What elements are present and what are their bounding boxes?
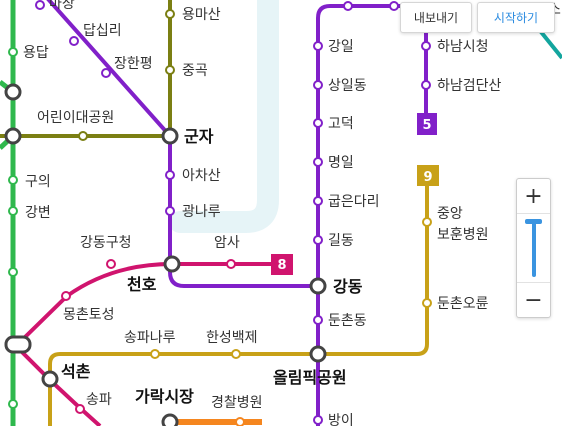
- label-yongmasan: 용마산: [182, 7, 221, 23]
- station-dot-dunchon-oryun[interactable]: [422, 298, 432, 308]
- station-dot-line2-south[interactable]: [8, 399, 18, 409]
- label-hanam-geomdansan: 하남검단산: [437, 78, 502, 94]
- label-junggok: 중곡: [182, 63, 208, 79]
- han-river: [169, 0, 279, 233]
- station-dot-line5-top1[interactable]: [343, 1, 353, 11]
- label-gangdong: 강동: [333, 277, 363, 296]
- label-garak-market: 가락시장: [135, 387, 194, 406]
- label-songpanaru: 송파나루: [124, 330, 176, 346]
- transfer-station-cheonho[interactable]: [163, 255, 181, 273]
- station-dot-bangi[interactable]: [313, 415, 323, 425]
- label-dapsimni: 답십리: [83, 23, 122, 39]
- station-dot-childrens-park[interactable]: [78, 131, 88, 141]
- station-dot-gangbyeon[interactable]: [8, 206, 18, 216]
- station-dot-gwangnaru[interactable]: [165, 206, 175, 216]
- station-dot-gildong[interactable]: [313, 235, 323, 245]
- transfer-station-garak-market[interactable]: [161, 413, 179, 426]
- label-janghanpyeong: 장한평: [114, 56, 153, 72]
- label-guui: 구의: [25, 174, 51, 190]
- line-9: [48, 165, 439, 426]
- transfer-station-konkuk[interactable]: [4, 127, 22, 145]
- station-dot-gangdong-gucheong[interactable]: [106, 259, 116, 269]
- label-bangi: 방이: [328, 413, 354, 426]
- station-dot-godeok[interactable]: [313, 118, 323, 128]
- label-central-vhs: 중앙 보훈병원: [437, 206, 489, 243]
- label-hanseong-baekje: 한성백제: [206, 330, 258, 346]
- label-gangil: 강일: [328, 39, 354, 55]
- station-dot-dapsimni[interactable]: [69, 36, 79, 46]
- label-gildong: 길동: [328, 233, 354, 249]
- transfer-station-gunja[interactable]: [161, 127, 179, 145]
- label-seokchon: 석촌: [61, 362, 91, 381]
- line-9-badge: 9: [423, 170, 432, 185]
- line-5-badge: 5: [422, 118, 431, 133]
- zoom-out-button[interactable]: −: [517, 282, 550, 317]
- station-dot-central-vhs[interactable]: [422, 217, 432, 227]
- label-gangdong-gucheong: 강동구청: [80, 235, 132, 251]
- station-dot-amsa[interactable]: [226, 259, 236, 269]
- label-guleundari: 굽은다리: [328, 194, 380, 210]
- label-police-hospital: 경찰병원: [211, 395, 263, 411]
- station-dot-songpa[interactable]: [75, 404, 85, 414]
- export-button[interactable]: 내보내기: [400, 2, 472, 33]
- station-dot-yongmasan[interactable]: [165, 9, 175, 19]
- station-dot-mongchontoseong[interactable]: [61, 291, 71, 301]
- transfer-station-gangdong[interactable]: [309, 277, 327, 295]
- label-yongdap: 용답: [23, 45, 49, 61]
- station-dot-police-hospital[interactable]: [235, 417, 245, 426]
- label-gunja: 군자: [184, 127, 214, 146]
- label-gwangnaru: 광나루: [182, 204, 221, 220]
- station-dot-yongdap[interactable]: [8, 47, 18, 57]
- transfer-station-seokchon[interactable]: [41, 370, 59, 388]
- label-mongchontoseong: 몽촌토성: [63, 307, 115, 323]
- label-songpa: 송파: [86, 392, 112, 408]
- station-dot-hanseong-baekje[interactable]: [231, 349, 241, 359]
- label-majang: 마장: [49, 0, 75, 12]
- zoom-slider-handle[interactable]: [525, 219, 542, 224]
- zoom-in-button[interactable]: +: [517, 179, 550, 214]
- label-gangbyeon: 강변: [25, 205, 51, 221]
- transfer-station-line2-north[interactable]: [4, 83, 22, 101]
- station-dot-songpanaru[interactable]: [150, 349, 160, 359]
- station-dot-achasan[interactable]: [165, 170, 175, 180]
- station-dot-hanam-city-hall[interactable]: [421, 41, 431, 51]
- label-sangildong: 상일동: [328, 78, 367, 94]
- station-dot-gangil[interactable]: [313, 41, 323, 51]
- station-dot-junggok[interactable]: [165, 65, 175, 75]
- label-myeongil: 명일: [328, 155, 354, 171]
- label-childrens-park: 어린이대공원: [37, 110, 114, 126]
- label-dunchondong: 둔촌동: [328, 313, 367, 329]
- label-achasan: 아차산: [182, 168, 221, 184]
- label-godeok: 고덕: [328, 116, 354, 132]
- station-dot-myeongil[interactable]: [313, 157, 323, 167]
- station-dot-hanam-geomdansan[interactable]: [421, 80, 431, 90]
- transfer-station-jamsil[interactable]: [4, 335, 32, 354]
- transfer-station-olympic-park[interactable]: [309, 345, 327, 363]
- label-cheonho: 천호: [127, 275, 157, 294]
- station-dot-janghanpyeong[interactable]: [101, 68, 111, 78]
- station-dot-guui[interactable]: [8, 175, 18, 185]
- station-dot-line5-top2[interactable]: [389, 1, 399, 11]
- zoom-slider-track[interactable]: [532, 221, 536, 277]
- label-olympic-park: 올림픽공원: [273, 368, 347, 387]
- station-dot-sangildong[interactable]: [313, 80, 323, 90]
- station-dot-dunchondong[interactable]: [313, 315, 323, 325]
- label-hanam-city-hall: 하남시청: [437, 39, 489, 55]
- station-dot-majang[interactable]: [35, 0, 45, 10]
- line-8-badge: 8: [277, 258, 286, 273]
- label-dunchon-oryun: 둔촌오륜: [437, 296, 489, 312]
- station-dot-jamsillaru[interactable]: [8, 267, 18, 277]
- label-amsa: 암사: [214, 235, 240, 251]
- station-dot-guleundari[interactable]: [313, 196, 323, 206]
- zoom-control[interactable]: + −: [516, 178, 551, 318]
- start-button[interactable]: 시작하기: [477, 2, 555, 33]
